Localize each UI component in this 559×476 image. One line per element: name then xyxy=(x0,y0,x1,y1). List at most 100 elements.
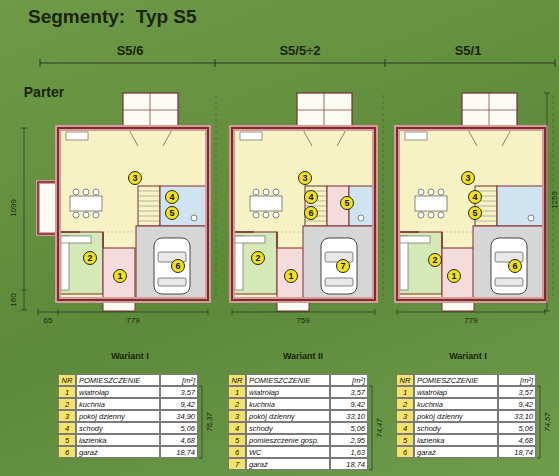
plan-shape xyxy=(400,236,430,243)
area-total: 74,57 xyxy=(543,413,552,432)
variant-name: Wariant I xyxy=(111,351,149,361)
table-cell: 7 xyxy=(228,458,246,470)
plan-shape xyxy=(491,238,527,294)
dimension: 1099 xyxy=(9,199,18,217)
table-cell: 2 xyxy=(58,398,76,410)
plan-shape xyxy=(160,186,208,226)
table-cell: 5,06 xyxy=(498,422,536,434)
table-cell: 2,95 xyxy=(330,434,368,446)
plan-line xyxy=(547,93,548,311)
callout-number: 3 xyxy=(128,171,142,185)
plan-line xyxy=(232,309,233,315)
plan-line xyxy=(475,221,497,222)
dimension: 65 xyxy=(44,316,53,325)
callout-text: 1 xyxy=(451,272,456,281)
furniture xyxy=(418,212,424,218)
callout-text: 2 xyxy=(255,254,260,263)
plan-line xyxy=(276,232,278,248)
table-cell: 4,68 xyxy=(498,434,536,446)
plan-shape xyxy=(58,232,103,294)
furniture xyxy=(93,212,99,218)
table-cell: 18,74 xyxy=(160,446,198,458)
callout-number: 2 xyxy=(251,251,265,265)
table-cell: WC xyxy=(246,446,330,458)
table-header: NR xyxy=(58,374,76,386)
callout-number: 5 xyxy=(468,206,482,220)
plan-line xyxy=(40,59,41,67)
plan-shape xyxy=(405,132,427,140)
table-header: [m²] xyxy=(498,374,536,386)
plan-shape xyxy=(497,186,545,226)
table-cell: pokój dzienny xyxy=(414,410,498,422)
plan-shape xyxy=(235,236,243,290)
dimension: 779 xyxy=(126,316,139,325)
table-cell: schody xyxy=(414,422,498,434)
callout-text: 5 xyxy=(344,199,349,208)
callout-text: 6 xyxy=(175,262,180,271)
plan-shape xyxy=(58,128,208,300)
plan-line xyxy=(138,206,160,207)
plan-line xyxy=(138,191,160,192)
plan-line xyxy=(208,309,209,315)
callout-text: 6 xyxy=(308,209,313,218)
table-cell: 3 xyxy=(228,410,246,422)
callout-text: 4 xyxy=(308,193,313,202)
furniture xyxy=(358,215,364,221)
plan-line xyxy=(58,231,80,233)
table-cell: 2 xyxy=(228,398,246,410)
table-cell: pokój dzienny xyxy=(76,410,160,422)
table-cell: wiatrołap xyxy=(414,386,498,398)
table-cell: 3,57 xyxy=(330,386,368,398)
plan-line xyxy=(199,458,202,459)
plan-line xyxy=(537,386,540,387)
furniture xyxy=(83,189,89,195)
table-cell: 18,74 xyxy=(330,458,368,470)
plan-line xyxy=(372,386,373,470)
table-cell: 3,57 xyxy=(160,386,198,398)
plan-line xyxy=(375,309,376,315)
plan-line xyxy=(489,93,490,128)
table-cell: pokój dzienny xyxy=(246,410,330,422)
plan-line xyxy=(442,232,473,233)
callout-number: 4 xyxy=(165,190,179,204)
table-cell: 3,57 xyxy=(498,386,536,398)
furniture xyxy=(191,215,197,221)
furniture xyxy=(428,212,434,218)
plan-line xyxy=(385,59,386,67)
plan-line xyxy=(305,221,327,222)
column-header: S5/5÷2 xyxy=(279,43,320,58)
table-cell: łazienka xyxy=(414,434,498,446)
table-header: POMIESZCZENIE xyxy=(246,374,330,386)
table-header: [m²] xyxy=(330,374,368,386)
plan-line xyxy=(150,93,151,128)
plan-line xyxy=(216,95,217,300)
plan-line xyxy=(24,128,25,310)
plan-line xyxy=(369,470,372,471)
plan-shape xyxy=(397,232,442,294)
furniture xyxy=(263,189,269,195)
dimension: 1259 xyxy=(550,191,559,209)
furniture xyxy=(273,212,279,218)
table-cell: 5 xyxy=(228,434,246,446)
callout-number: 3 xyxy=(298,171,312,185)
table-cell: 6 xyxy=(228,446,246,458)
callout-text: 1 xyxy=(117,272,122,281)
column-header: S5/1 xyxy=(455,43,482,58)
table-cell: 1 xyxy=(396,386,414,398)
callout-text: 7 xyxy=(340,262,345,271)
plan-line xyxy=(540,386,541,458)
callout-text: 3 xyxy=(465,174,470,183)
plan-line xyxy=(545,309,546,315)
furniture xyxy=(263,212,269,218)
plan-line xyxy=(232,312,375,313)
plan-line xyxy=(397,309,398,315)
table-cell: 34,90 xyxy=(160,410,198,422)
plan-line xyxy=(38,312,58,313)
column-header: S5/6 xyxy=(117,43,144,58)
callout-number: 6 xyxy=(304,206,318,220)
table-cell: garaż xyxy=(246,458,330,470)
plan-line xyxy=(441,232,443,248)
callout-text: 1 xyxy=(288,272,293,281)
table-cell: 18,74 xyxy=(498,446,536,458)
table-cell: 5,06 xyxy=(160,422,198,434)
